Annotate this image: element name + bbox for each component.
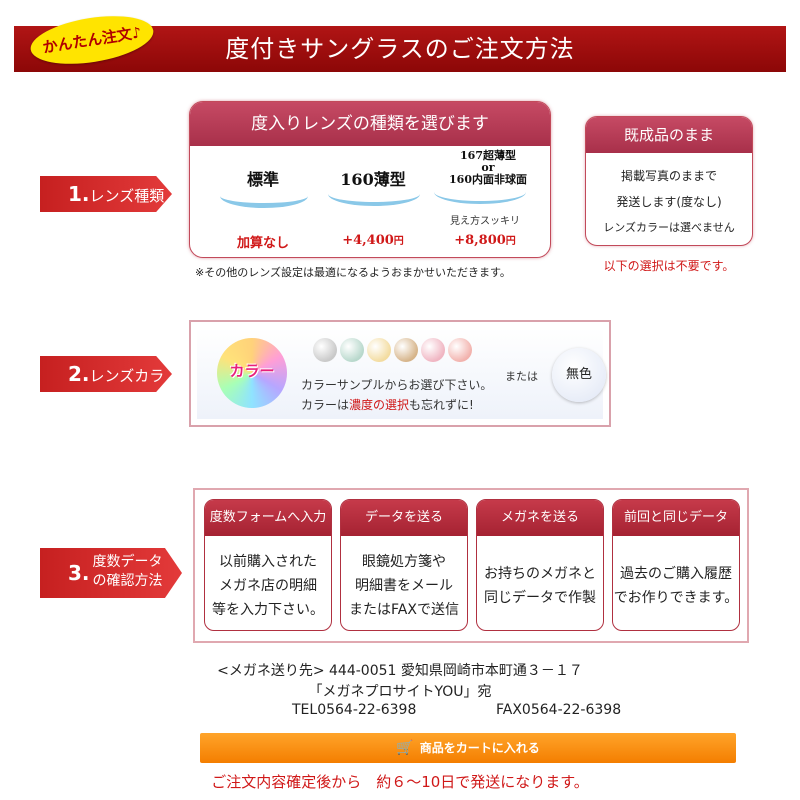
step2-label: 2.レンズカラー: [40, 356, 172, 392]
method-send-glasses-card[interactable]: メガネを送る お持ちのメガネと同じデータで作製: [476, 499, 604, 631]
lens-profile-icon: [220, 196, 308, 208]
data-method-box: 度数フォームへ入力 以前購入されたメガネ店の明細等を入力下さい。 データを送る …: [193, 488, 749, 643]
lens-option-ultrathin-price: +8,800円: [454, 233, 516, 248]
method-title: メガネを送る: [477, 500, 603, 536]
lens-type-box: 度入りレンズの種類を選びます 標準 加算なし 160薄型 +4,400円 167…: [189, 101, 551, 258]
method-title: 前回と同じデータ: [613, 500, 739, 536]
standard-line-1: 掲載写真のままで: [620, 169, 717, 183]
add-to-cart-label: 商品をカートに入れる: [419, 741, 540, 755]
step3-label: 3. 度数データ の確認方法: [40, 548, 182, 598]
lens-profile-icon: [328, 194, 420, 206]
method-desc: 以前購入されたメガネ店の明細等を入力下さい。: [212, 554, 324, 618]
color-desc-line2: カラーは濃度の選択も忘れずに!: [301, 398, 474, 412]
step2-number: 2.: [68, 362, 90, 386]
step1-label: 1.レンズ種類: [40, 176, 172, 212]
standard-note: 以下の選択は不要です。: [603, 259, 735, 273]
lens-option-ultrathin-note: 見え方スッキリ: [450, 216, 520, 227]
lens-option-ultrathin-name[interactable]: 167超薄型 or 160内面非球面: [449, 149, 527, 186]
title-banner: 度付きサングラスのご注文方法: [14, 26, 786, 72]
step1-number: 1.: [68, 182, 90, 206]
method-desc: 眼鏡処方箋や明細書をメールまたはFAXで送信: [349, 554, 459, 618]
method-desc: 過去のご購入履歴でお作りできます。: [613, 566, 739, 606]
cart-icon: 🛒: [396, 740, 414, 756]
standard-line-2: 発送します(度なし): [616, 195, 722, 209]
shipping-address: <メガネ送り先> 444-0051 愛知県岡崎市本町通３－１７: [217, 663, 583, 679]
standard-lens-title: 既成品のまま: [586, 117, 752, 153]
method-title: データを送る: [341, 500, 467, 536]
page-title: 度付きサングラスのご注文方法: [225, 35, 575, 63]
lens-footnote: ※その他のレンズ設定は最適になるようおまかせいただきます。: [195, 266, 511, 279]
add-to-cart-button[interactable]: 🛒 商品をカートに入れる: [200, 733, 736, 763]
method-title: 度数フォームへ入力: [205, 500, 331, 536]
color-swatch-pink[interactable]: [421, 338, 445, 362]
color-swatch-yellow[interactable]: [367, 338, 391, 362]
standard-lens-box[interactable]: 既成品のまま 掲載写真のままで 発送します(度なし) レンズカラーは選べません: [585, 116, 753, 246]
step3-number: 3.: [68, 561, 90, 585]
shipping-fax: FAX0564-22-6398: [496, 702, 622, 718]
shipping-tel: TEL0564-22-6398: [292, 702, 417, 718]
lens-type-title: 度入りレンズの種類を選びます: [190, 102, 550, 146]
color-label: カラー: [229, 362, 275, 380]
color-wheel-icon: [217, 338, 287, 408]
step3-text-line1: 度数データ: [92, 554, 163, 570]
color-swatch-brown[interactable]: [394, 338, 418, 362]
colorless-option[interactable]: 無色: [552, 348, 606, 402]
color-swatch-rose[interactable]: [448, 338, 472, 362]
method-form-input-card[interactable]: 度数フォームへ入力 以前購入されたメガネ店の明細等を入力下さい。: [204, 499, 332, 631]
method-send-data-card[interactable]: データを送る 眼鏡処方箋や明細書をメールまたはFAXで送信: [340, 499, 468, 631]
lens-option-thin-name[interactable]: 160薄型: [340, 170, 406, 189]
step1-text: レンズ種類: [89, 187, 165, 205]
color-swatch-gray[interactable]: [313, 338, 337, 362]
color-swatch-green[interactable]: [340, 338, 364, 362]
shipping-lead-time: ご注文内容確定後から 約６〜10日で発送になります。: [211, 773, 589, 791]
standard-line-3: レンズカラーは選べません: [603, 221, 735, 234]
step2-text: レンズカラー: [68, 367, 165, 421]
or-text: または: [505, 370, 538, 383]
lens-profile-icon: [434, 192, 526, 204]
color-desc-line1: カラーサンプルからお選び下さい。: [301, 378, 493, 392]
step3-text-line2: の確認方法: [92, 573, 163, 589]
lens-option-standard-name[interactable]: 標準: [246, 170, 279, 189]
method-desc: お持ちのメガネと同じデータで作製: [484, 566, 596, 606]
lens-color-box: カラー カラーサンプルからお選び下さい。 カラーは濃度の選択も忘れずに! または…: [189, 320, 611, 427]
lens-option-standard-price: 加算なし: [236, 236, 289, 251]
lens-option-thin-price: +4,400円: [342, 233, 404, 248]
method-same-data-card[interactable]: 前回と同じデータ 過去のご購入履歴でお作りできます。: [612, 499, 740, 631]
shipping-recipient: 「メガネプロサイトYOU」宛: [308, 684, 492, 700]
